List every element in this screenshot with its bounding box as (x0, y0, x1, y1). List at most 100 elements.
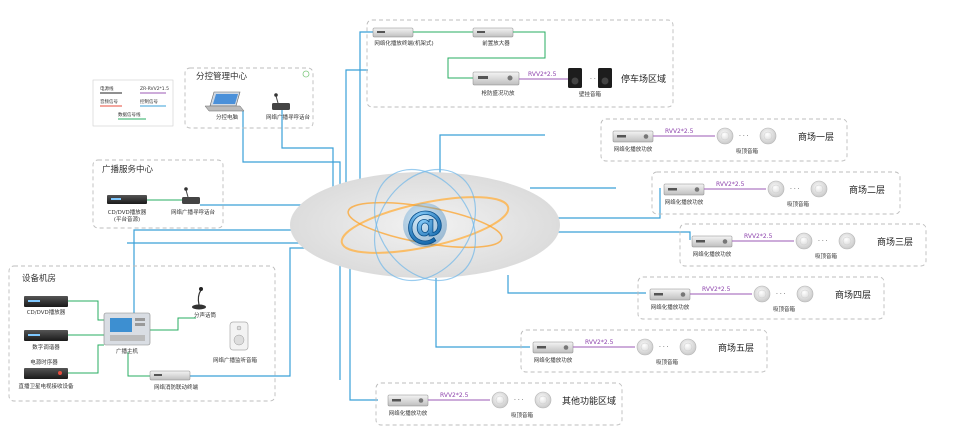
amp-parking-label: 枪防盛况功放 (481, 89, 515, 97)
management-box (184, 67, 314, 129)
mic-station-bc-label: 网络广播寻呼话台 (171, 208, 216, 216)
parking-dots: · · · (590, 76, 600, 83)
ceiling-speaker-icon (810, 180, 828, 198)
floor-box (600, 118, 848, 162)
gooseneck-mic-label: 分声话筒 (194, 311, 217, 319)
network-connection-line (439, 134, 545, 180)
speaker-label: 吸顶音箱 (815, 252, 838, 260)
cable-label: RVV2*2.5 (744, 233, 773, 240)
zone-label: 其他功能区域 (562, 395, 616, 407)
wall-speaker-label: 壁挂音箱 (579, 90, 602, 98)
ceiling-speaker-icon (838, 232, 856, 250)
amplifier-label: 网络化播放功放 (651, 303, 690, 311)
wall-speaker-icon (568, 68, 582, 88)
network-connection-line (435, 278, 530, 348)
mic-station-mgmt-label: 网络广播寻呼话台 (266, 113, 311, 121)
network-connection-line (345, 69, 368, 185)
cd-dvd-room-icon (24, 296, 68, 307)
cd-dvd-player-icon (107, 195, 147, 204)
speaker-dots: · · · (776, 291, 786, 298)
amplifier-icon (532, 341, 574, 354)
sat-receiver-label: 直播卫星电视接收设备 (18, 382, 74, 390)
speaker-label: 吸顶音箱 (511, 411, 534, 419)
speaker-label: 吸顶音箱 (736, 147, 759, 155)
speaker-dots: · · · (818, 238, 828, 245)
speaker-dots: · · · (739, 133, 749, 140)
speaker-dots: · · · (659, 344, 669, 351)
zone-label: 商场四层 (835, 289, 871, 301)
zone-label: 商场二层 (849, 184, 885, 196)
pc-label: 分控电脑 (216, 113, 239, 121)
network-connection-line (133, 229, 312, 313)
cd-dvd-player-sub: (平台音源) (114, 215, 140, 223)
zone-label: 商场三层 (877, 236, 913, 248)
floor-box (637, 276, 885, 320)
legend-audio: 音频信号 (100, 98, 118, 105)
machine-room-audio-lines (68, 300, 196, 377)
floor-row: 网络化播放功放 RVV2*2.5 · · · 吸顶音箱 商场三层 (691, 232, 913, 260)
floor-box (375, 382, 623, 426)
zone-label: 商场一层 (798, 131, 834, 143)
floor-box (520, 329, 768, 373)
network-connection-line (557, 231, 691, 240)
amp-parking-icon (472, 71, 520, 86)
parking-zone-label: 停车场区域 (621, 73, 666, 85)
ceiling-speaker-icon (636, 338, 654, 356)
ceiling-speaker-icon (759, 127, 777, 145)
network-cloud: @ (290, 168, 560, 282)
cable-label: RVV2*2.5 (585, 339, 614, 346)
parking-box (366, 19, 674, 108)
zone-label: 商场五层 (718, 342, 754, 354)
network-connection-line (281, 110, 334, 196)
wall-speaker-icon (598, 68, 612, 88)
monitor-speaker-icon (229, 321, 249, 351)
ceiling-speaker-icon (767, 180, 785, 198)
amplifier-icon (387, 394, 429, 407)
amplifier-icon (691, 235, 733, 248)
main-host-icon (103, 312, 151, 346)
speaker-label: 吸顶音箱 (773, 305, 796, 313)
ceiling-speaker-icon (491, 391, 509, 409)
mic-station-icon (182, 187, 200, 204)
cd-dvd-room-label: CD/DVD播放器 (27, 308, 66, 316)
audio-line (447, 31, 546, 79)
gooseneck-mic-icon (192, 287, 206, 310)
at-glow (403, 203, 447, 247)
network-connection-line (190, 247, 316, 377)
speaker-dots: · · · (514, 397, 524, 404)
amplifier-label: 网络化播放功放 (389, 409, 428, 417)
cable-label: RVV2*2.5 (702, 286, 731, 293)
ceiling-speaker-icon (796, 285, 814, 303)
ceiling-speaker-icon (795, 232, 813, 250)
legend-control: 控制信号 (140, 98, 158, 105)
fire-terminal-label: 网络消防联动终端 (154, 383, 199, 391)
legend-power: 电源线 (100, 85, 114, 92)
legend-data: 数据信号线 (118, 111, 141, 118)
floor-box (651, 171, 901, 215)
amplifier-label: 网络化播放功放 (534, 356, 573, 364)
mic-station-icon (272, 93, 290, 110)
digital-tuner-label: 数字调谐器 (32, 343, 60, 351)
orbit-ring (373, 168, 477, 282)
cable-label: RVV2*2.5 (716, 181, 745, 188)
speaker-label: 吸顶音箱 (656, 358, 679, 366)
legend: 电源线 ZR-RVV2*1.5 音频信号 控制信号 数据信号线 (92, 79, 174, 127)
amplifier-icon (612, 130, 654, 143)
ceiling-speaker-icon (534, 391, 552, 409)
power-sequencer-label: 电源时序器 (30, 358, 58, 366)
ceiling-speaker-icon (753, 285, 771, 303)
terminal-rack-label: 网络化播放终端(机架式) (374, 39, 433, 47)
preamp-label: 前置放大器 (482, 39, 510, 47)
cable-label: RVV2*2.5 (665, 128, 694, 135)
network-connection-line (555, 188, 661, 219)
orbit-ring (373, 168, 477, 282)
pc-laptop-icon (204, 91, 245, 112)
ceiling-speaker-icon (679, 338, 697, 356)
amplifier-label: 网络化播放功放 (693, 250, 732, 258)
amplifier-icon (649, 288, 691, 301)
